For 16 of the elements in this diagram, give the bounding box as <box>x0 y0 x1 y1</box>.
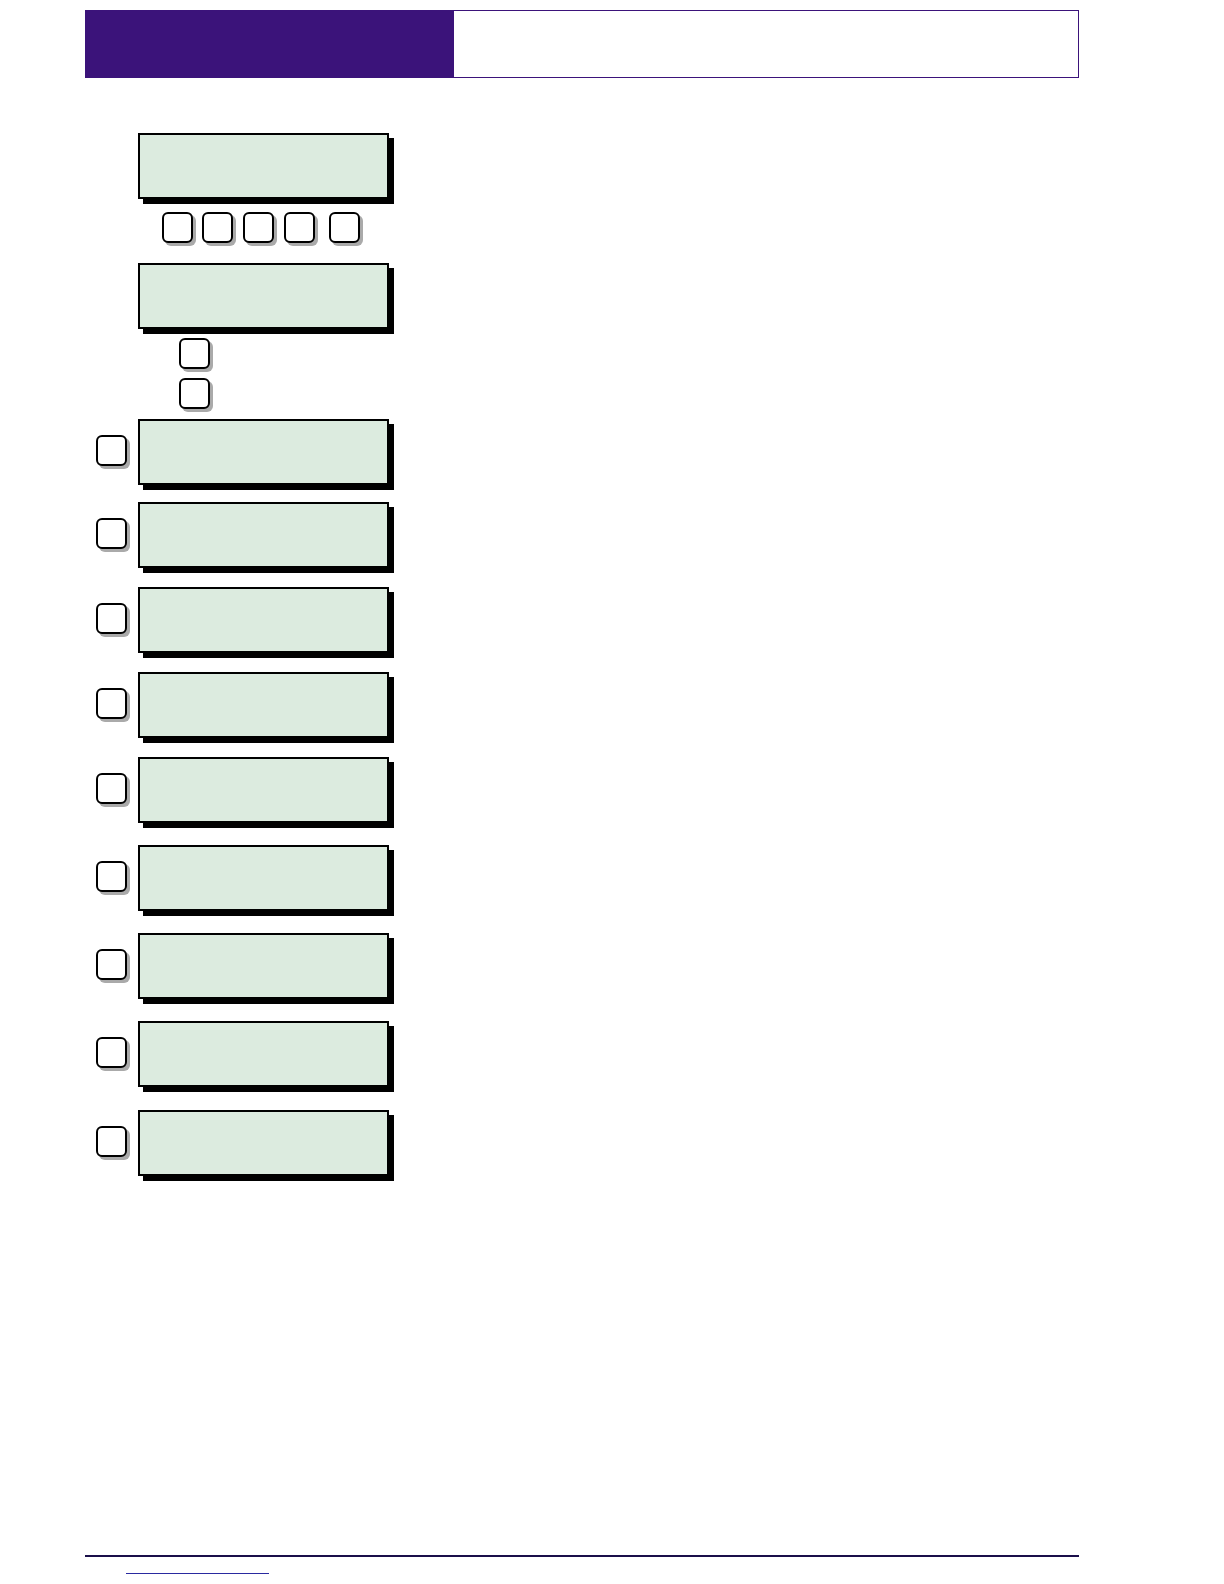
key-button <box>179 338 210 369</box>
key-button <box>96 603 127 634</box>
key-button <box>179 378 210 409</box>
key-button <box>96 435 127 466</box>
key-button <box>243 212 274 243</box>
key-button <box>162 212 193 243</box>
key-button <box>96 1037 127 1068</box>
key-button <box>96 773 127 804</box>
key-button <box>329 212 360 243</box>
key-button <box>96 1126 127 1157</box>
key-button <box>96 688 127 719</box>
key-button <box>284 212 315 243</box>
key-button <box>96 861 127 892</box>
key-button <box>202 212 233 243</box>
key-button <box>96 949 127 980</box>
key-button <box>96 518 127 549</box>
